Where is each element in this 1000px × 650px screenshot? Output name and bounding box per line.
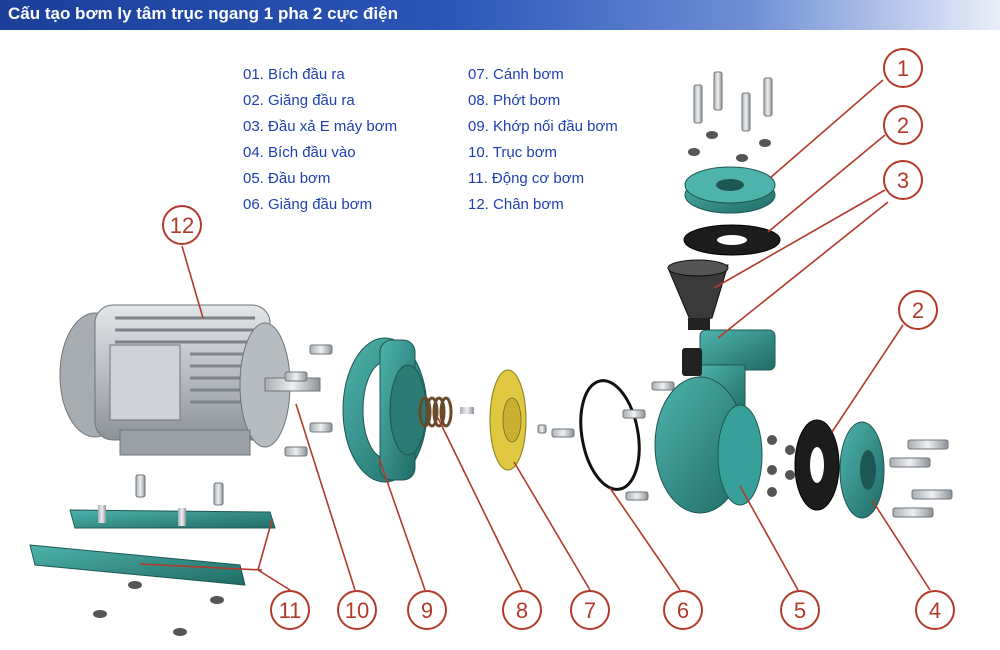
callout-3-label: 3 [897, 168, 909, 193]
legend-item-07: 07. Cánh bơm [468, 66, 564, 83]
callout-10: 10 [337, 590, 377, 630]
impeller-bolts [537, 424, 575, 438]
callout-2-side: 2 [898, 290, 938, 330]
outlet-flange [684, 166, 776, 214]
callout-3: 3 [883, 160, 923, 200]
legend-item-02: 02. Giăng đầu ra [243, 92, 355, 109]
coupling-bracket [342, 337, 428, 483]
inlet-flange-bolts [889, 439, 953, 518]
motor [59, 304, 321, 456]
outlet-gasket-hole [717, 235, 747, 245]
callout-leaders [139, 79, 931, 591]
callout-2-side-label: 2 [912, 298, 924, 323]
pump-head-bolts [622, 381, 675, 501]
pump-head [654, 329, 776, 514]
callout-5: 5 [780, 590, 820, 630]
callout-7: 7 [570, 590, 610, 630]
callout-9: 9 [407, 590, 447, 630]
title-bar: Cấu tạo bơm ly tâm trục ngang 1 pha 2 cự… [0, 0, 1000, 30]
callout-8: 8 [502, 590, 542, 630]
callout-11: 11 [270, 590, 310, 630]
callout-1-label: 1 [897, 56, 909, 81]
legend-item-10: 10. Trục bơm [468, 144, 558, 161]
callout-9-label: 9 [421, 598, 433, 623]
callout-6: 6 [663, 590, 703, 630]
legend-item-09: 09. Khớp nối đầu bơm [468, 118, 618, 135]
impeller [489, 369, 527, 471]
legend-item-06: 06. Giăng đầu bơm [243, 196, 373, 213]
pump-head-nuts [767, 435, 795, 497]
legend-item-05: 05. Đầu bơm [243, 170, 331, 187]
motor-bolts [135, 344, 333, 506]
callout-10-label: 10 [345, 598, 369, 623]
callout-12-label: 12 [170, 213, 194, 238]
mechanical-seal [418, 396, 453, 428]
callout-11-label: 11 [279, 598, 302, 623]
callout-4-label: 4 [929, 598, 941, 623]
outlet-discharge [667, 259, 729, 330]
legend-item-08: 08. Phớt bơm [468, 92, 561, 109]
callout-7-label: 7 [584, 598, 596, 623]
callout-12: 12 [162, 205, 202, 245]
legend-item-04: 04. Bích đầu vào [243, 144, 356, 161]
pump-exploded-diagram: 1 2 3 2 4 5 6 7 8 9 10 11 [29, 48, 955, 636]
inlet-flange [839, 421, 885, 519]
outlet-flange-bolts [693, 71, 773, 132]
callout-4: 4 [915, 590, 955, 630]
callout-6-label: 6 [677, 598, 689, 623]
o-ring-gasket [579, 379, 641, 491]
callout-5-label: 5 [794, 598, 806, 623]
legend-item-03: 03. Đầu xả E máy bơm [243, 118, 398, 135]
legend-item-01: 01. Bích đầu ra [243, 66, 345, 83]
callout-2-top-label: 2 [897, 113, 909, 138]
legend-item-11: 11. Động cơ bơm [468, 170, 585, 187]
outlet-flange-nuts [688, 131, 771, 162]
base-rails [29, 505, 276, 636]
inlet-gasket-hole [810, 447, 824, 483]
callout-2-top: 2 [883, 105, 923, 145]
callout-8-label: 8 [516, 598, 528, 623]
seal-pin [460, 407, 474, 414]
page-title: Cấu tạo bơm ly tâm trục ngang 1 pha 2 cự… [8, 4, 398, 23]
legend-item-12: 12. Chân bơm [468, 196, 564, 213]
callout-1: 1 [883, 48, 923, 88]
